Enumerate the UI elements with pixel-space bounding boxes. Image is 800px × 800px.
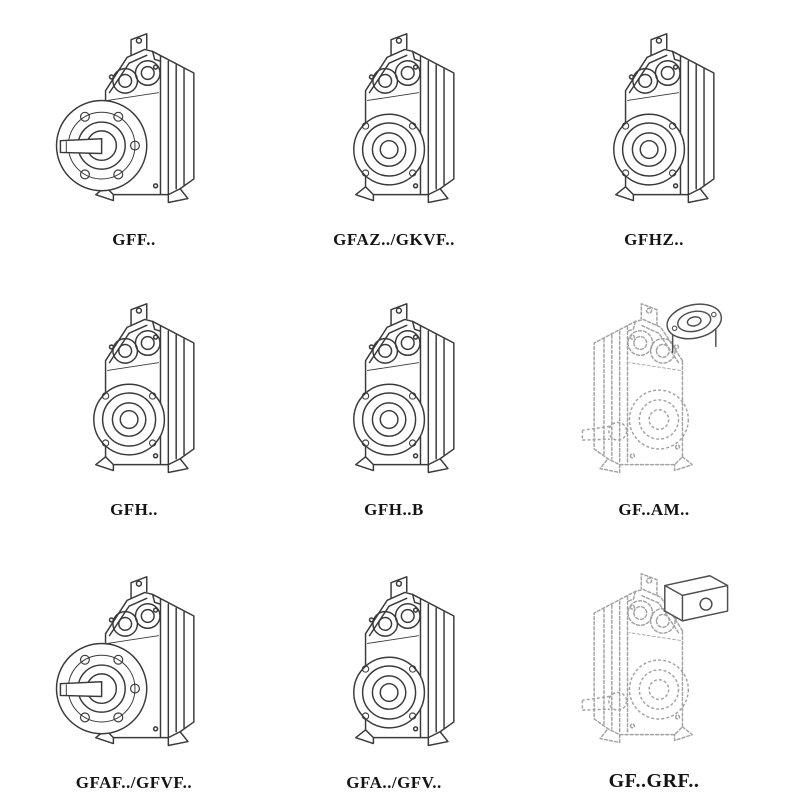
gearbox-cell-gfhz: GFHZ.. bbox=[564, 20, 744, 256]
gearbox-block-adapter-icon bbox=[566, 562, 742, 768]
gearbox-label: GFAZ../GKVF.. bbox=[333, 230, 455, 249]
gearbox-label: GF..AM.. bbox=[618, 500, 690, 519]
gearbox-cell-gf-grf: GF..GRF.. bbox=[564, 558, 744, 799]
gearbox-cell-gfaf-gfvf: GFAF../GFVF.. bbox=[44, 558, 224, 799]
gearbox-cell-gff: GFF.. bbox=[44, 20, 224, 256]
gearbox-cell-gf-am: GF..AM.. bbox=[564, 288, 744, 526]
gearbox-label: GFH.. bbox=[110, 500, 158, 519]
gearbox-cell-gfh: GFH.. bbox=[44, 288, 224, 526]
gearbox-cell-gfh-b: GFH..B bbox=[304, 288, 484, 526]
gearbox-hollow-shaft-icon bbox=[306, 565, 482, 771]
gearbox-cell-gfa-gfv: GFA../GFV.. bbox=[304, 558, 484, 799]
gearbox-cell-gfaz-gkvf: GFAZ../GKVF.. bbox=[304, 20, 484, 256]
gearbox-label: GFH..B bbox=[364, 500, 424, 519]
gearbox-hollow-shaft-icon bbox=[566, 22, 742, 228]
gearbox-input-flange-adapter-icon bbox=[566, 292, 742, 498]
gearbox-hollow-shaft-icon bbox=[306, 22, 482, 228]
gearbox-hollow-shaft-icon bbox=[306, 292, 482, 498]
gearbox-label: GFA../GFV.. bbox=[346, 773, 442, 792]
gearbox-hollow-shaft-icon bbox=[46, 292, 222, 498]
gearbox-output-flange-icon bbox=[46, 22, 222, 228]
gearbox-label: GFF.. bbox=[112, 230, 156, 249]
gearbox-label: GFAF../GFVF.. bbox=[75, 773, 193, 792]
gearbox-label: GF..GRF.. bbox=[608, 770, 700, 792]
gearbox-label: GFHZ.. bbox=[624, 230, 684, 249]
gearbox-output-flange-icon bbox=[46, 565, 222, 771]
